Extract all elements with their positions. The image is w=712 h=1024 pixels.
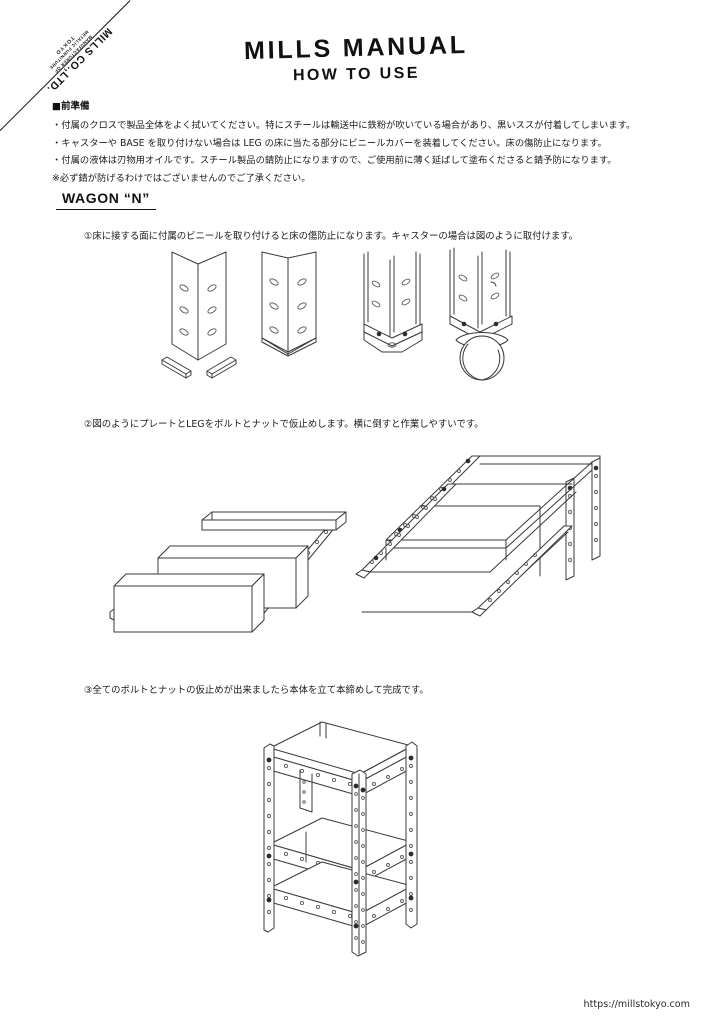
wagon-frame-laid-on-side-icon <box>355 455 601 617</box>
step-3-instruction: ③全てのボルトとナットの仮止めが出来ましたら本体を立て本締めして完成です。 <box>84 685 429 696</box>
preparation-heading: ■前準備 <box>52 101 90 112</box>
preparation-section: ■前準備 ・付属のクロスで製品全体をよく拭いてください。特にスチールは輸送中に鉄… <box>52 98 692 187</box>
preparation-note-2: ・キャスターや BASE を取り付けない場合は LEG の床に当たる部分にビニー… <box>52 137 607 149</box>
section-title-wagon-n: WAGON “N” <box>56 190 156 210</box>
page-title-block: MILLS MANUAL HOW TO USE <box>0 30 712 85</box>
preparation-note-1: ・付属のクロスで製品全体をよく拭いてください。特にスチールは輸送中に鉄粉が吹いて… <box>52 120 636 131</box>
page-subtitle: HOW TO USE <box>292 64 420 85</box>
preparation-note-3: ・付属の液体は刃物用オイルです。スチール製品の錆防止になりますので、ご使用前に薄… <box>52 155 617 166</box>
step-1-instruction: ①床に接する面に付属のビニールを取り付けると床の傷防止になります。キャスターの場… <box>84 231 579 242</box>
vinyl-cover-strip-right-icon <box>206 356 237 379</box>
page-title: MILLS MANUAL <box>243 30 469 66</box>
step-3-figure <box>240 712 440 962</box>
step-1-figure <box>150 244 550 384</box>
step-2-figure <box>100 440 620 640</box>
footer-website-url[interactable]: https://millstokyo.com <box>583 999 691 1010</box>
completed-wagon-icon <box>263 721 418 957</box>
leg-with-caster-icon <box>449 247 513 381</box>
vinyl-cover-strip-left-icon <box>161 356 192 379</box>
shelf-plates-on-leg-icon <box>109 511 347 633</box>
leg-with-attached-vinyl-icon <box>261 251 317 357</box>
preparation-note-4: ※必ず錆が防げるわけではございませんのでご了承ください。 <box>52 172 311 184</box>
leg-with-detached-vinyl-icon <box>161 251 237 379</box>
step-2-instruction: ②図のようにプレートとLEGをボルトとナットで仮止めします。横に倒すと作業しやす… <box>84 419 484 430</box>
leg-with-base-plate-icon <box>363 251 423 353</box>
